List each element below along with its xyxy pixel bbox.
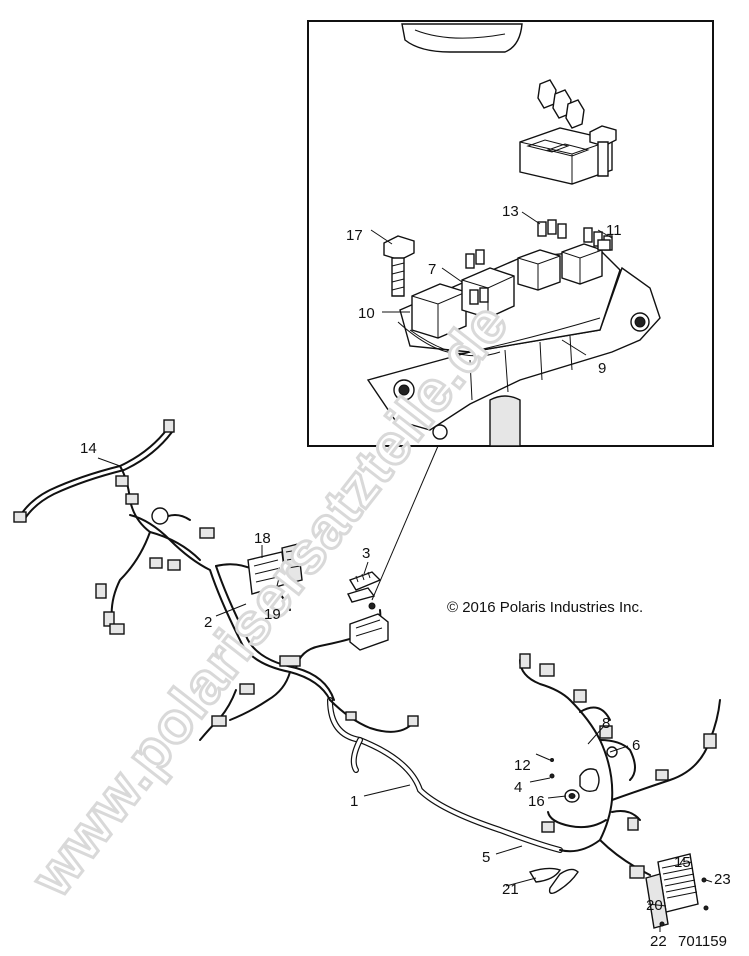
main-wiring-harness bbox=[19, 427, 721, 876]
callout-20: 20 bbox=[646, 897, 663, 914]
fuse-icon bbox=[537, 79, 585, 129]
relay-block-icon bbox=[519, 127, 613, 185]
callout-7: 7 bbox=[428, 261, 436, 278]
inset-detail-box bbox=[307, 20, 714, 447]
callout-2: 2 bbox=[204, 614, 212, 631]
copyright-notice: © 2016 Polaris Industries Inc. bbox=[447, 599, 643, 616]
callout-19: 19 bbox=[264, 606, 281, 623]
callout-17: 17 bbox=[346, 227, 363, 244]
relay-icon bbox=[411, 243, 603, 339]
callout-11: 11 bbox=[606, 222, 622, 239]
callout-1: 1 bbox=[350, 793, 358, 810]
watermark: www.polarisersatzteile.de bbox=[18, 291, 521, 909]
callout-leaders bbox=[97, 457, 713, 932]
callout-16: 16 bbox=[528, 793, 545, 810]
cover-icon bbox=[528, 867, 579, 895]
callout-13: 13 bbox=[502, 203, 519, 220]
callout-9: 9 bbox=[598, 360, 606, 377]
grommet-icon bbox=[564, 789, 580, 803]
callout-22: 22 bbox=[650, 933, 667, 950]
bolt-icon bbox=[383, 235, 415, 297]
clip-icon bbox=[579, 746, 618, 793]
callout-10: 10 bbox=[358, 305, 375, 322]
connector-plug-icon bbox=[347, 571, 382, 603]
callout-8: 8 bbox=[602, 715, 610, 732]
connector-icons bbox=[13, 419, 717, 879]
ecu-module-icon bbox=[247, 543, 303, 595]
screw-icon bbox=[550, 758, 554, 762]
callout-23: 23 bbox=[714, 871, 731, 888]
callout-5: 5 bbox=[482, 849, 490, 866]
callout-15: 15 bbox=[674, 854, 691, 871]
callout-4: 4 bbox=[514, 779, 522, 796]
figure-id: 701159 bbox=[678, 933, 727, 950]
fuse-icon bbox=[465, 219, 613, 305]
screw-icon bbox=[549, 773, 555, 779]
callout-labels: 1 2 3 4 5 6 7 8 9 10 11 12 13 14 15 16 1… bbox=[80, 203, 731, 950]
relay-bracket-icon bbox=[349, 602, 389, 651]
bolt-icon bbox=[589, 125, 617, 177]
callout-6: 6 bbox=[632, 737, 640, 754]
callout-12: 12 bbox=[514, 757, 531, 774]
inset-leader-line bbox=[371, 445, 439, 601]
callout-14: 14 bbox=[80, 440, 97, 457]
callout-21: 21 bbox=[502, 881, 519, 898]
callout-18: 18 bbox=[254, 530, 271, 547]
callout-3: 3 bbox=[362, 545, 370, 562]
